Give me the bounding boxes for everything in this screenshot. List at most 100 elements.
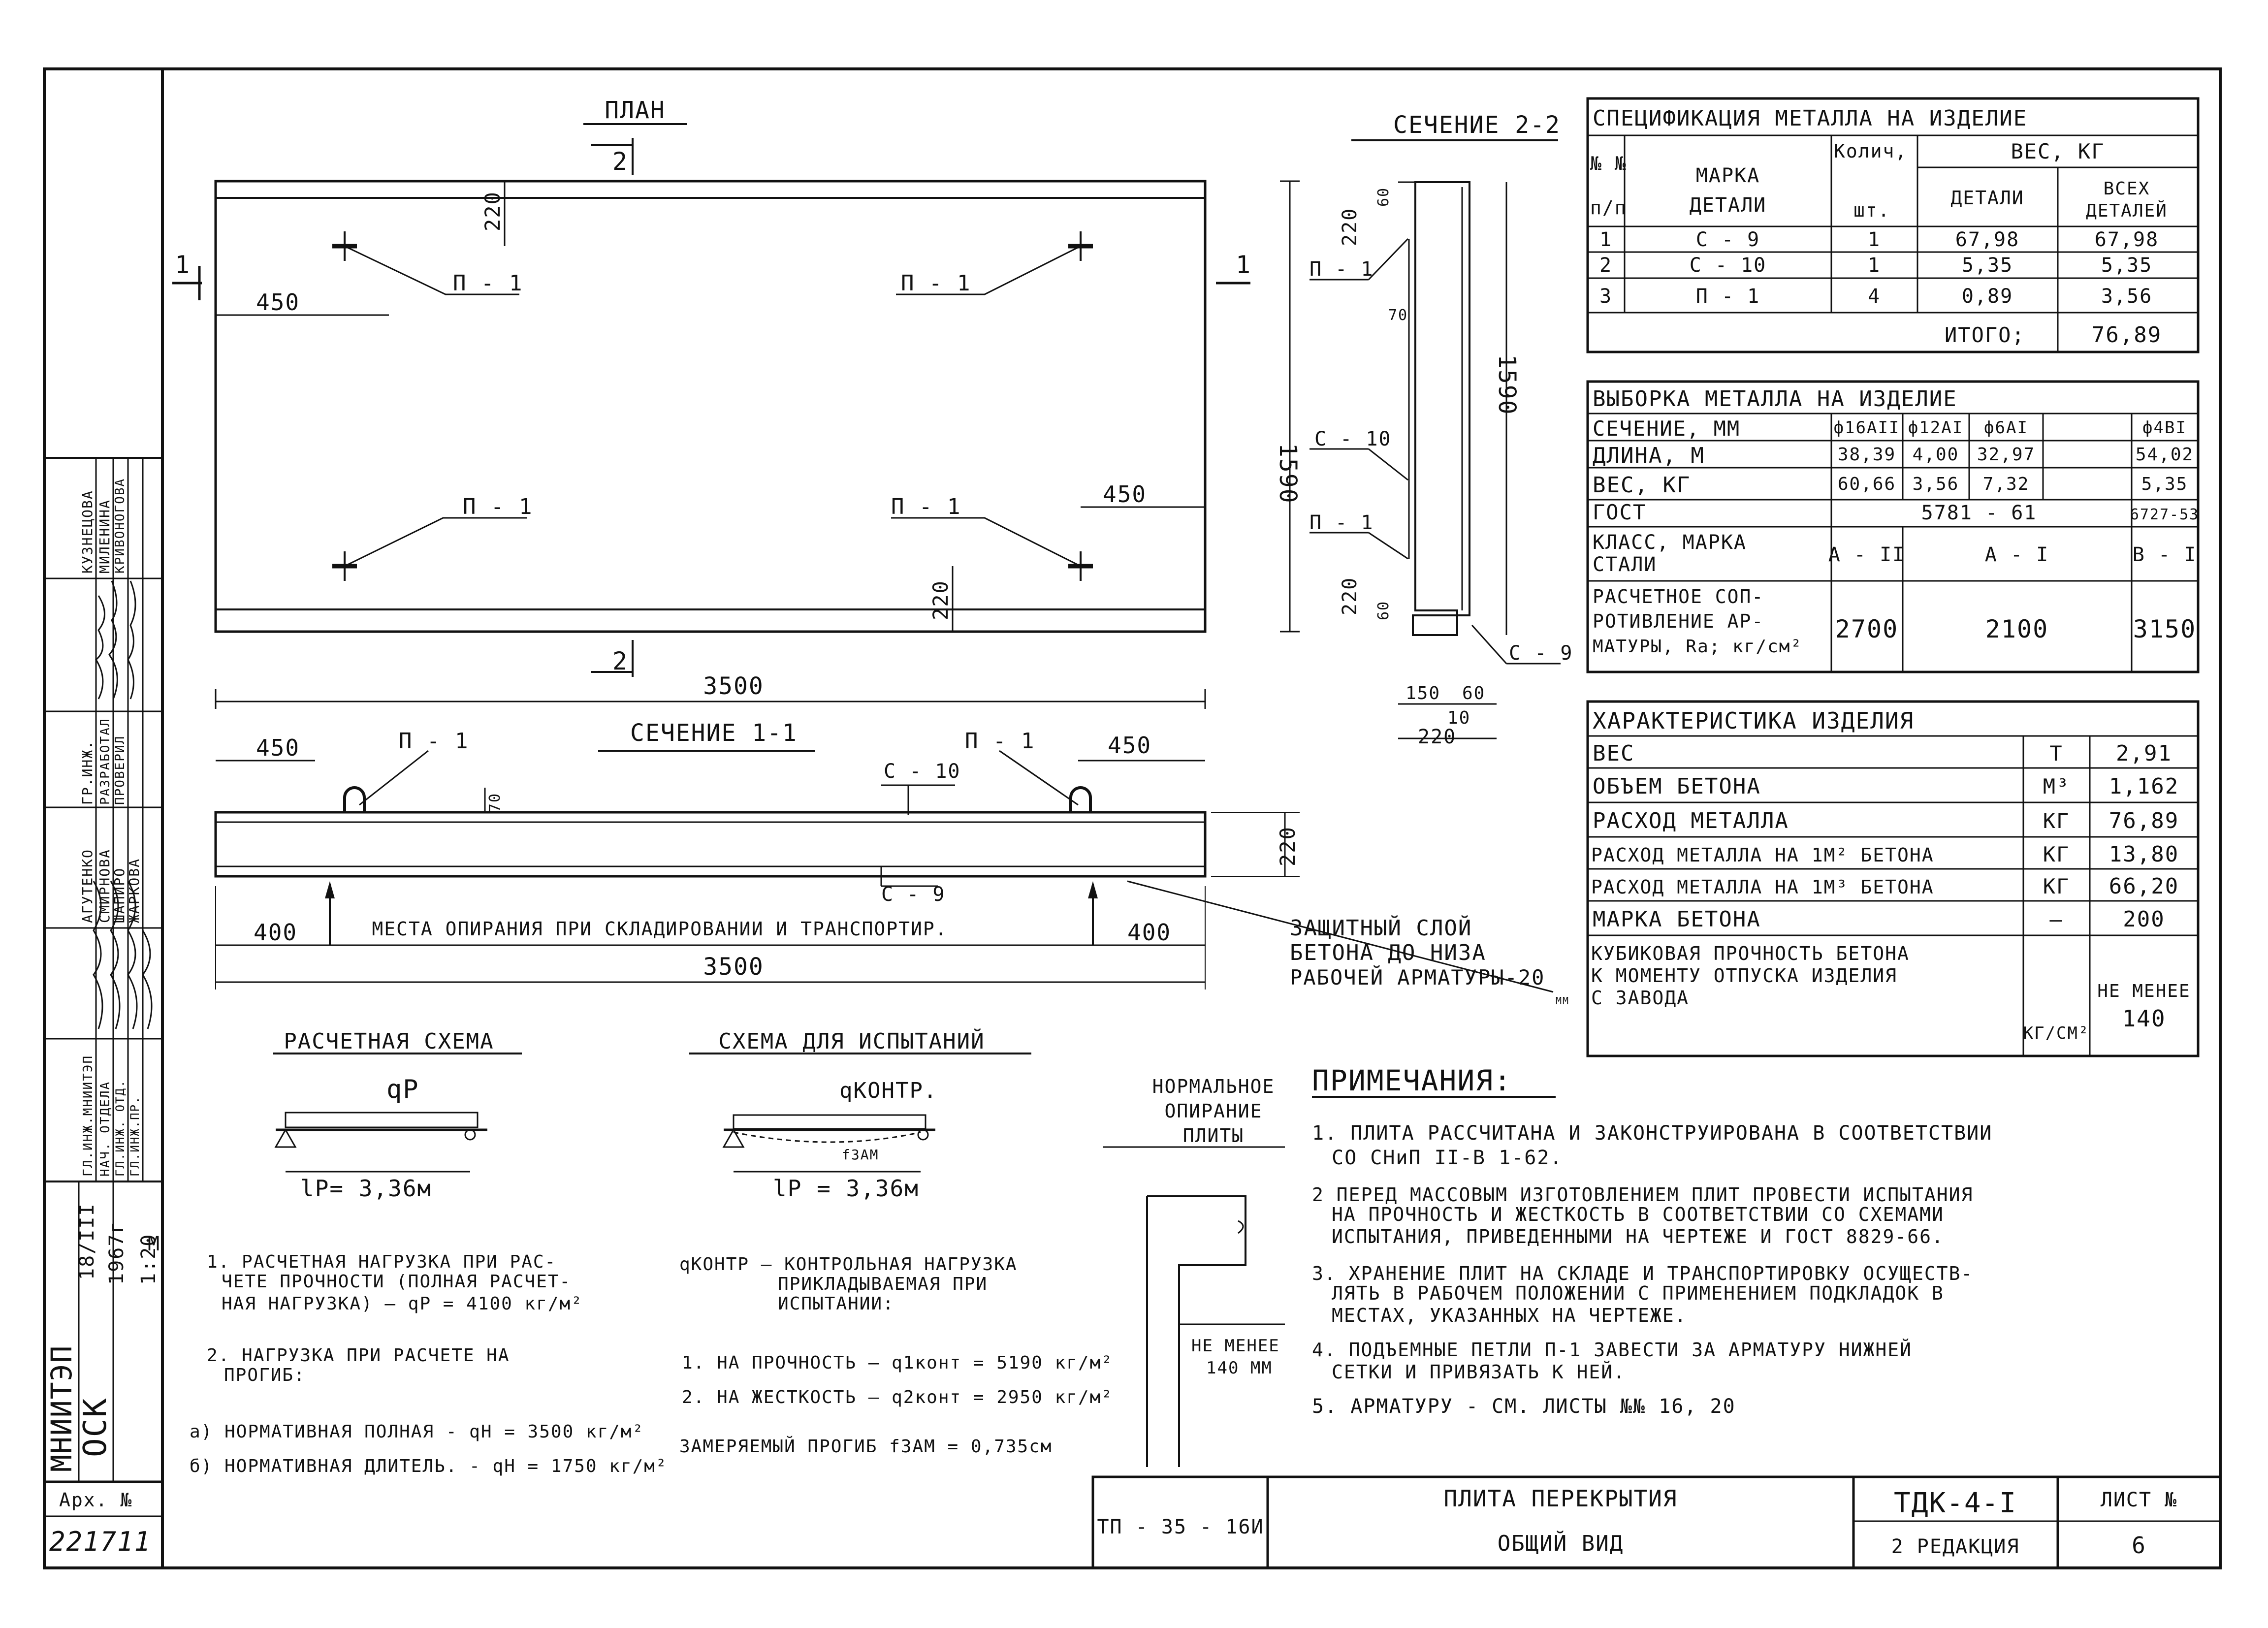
test-scheme: СХЕМА ДЛЯ ИСПЫТАНИЙ qКОНТР. fЗАМ lP = 3,… (679, 1028, 1112, 1457)
side-name-a3: ШАПИРО (111, 867, 128, 923)
sel-r-class-1: КЛАСС, МАРКА (1593, 531, 1747, 554)
plan-section-1-left: 1 (175, 251, 191, 279)
stamp-code: ТП - 35 - 16И (1097, 1516, 1264, 1538)
stamp-title-2: ОБЩИЙ ВИД (1498, 1530, 1624, 1556)
test-def-1: qКОНТР — КОНТРОЛЬНАЯ НАГРУЗКА (679, 1254, 1018, 1275)
sel-len-1: 38,39 (1838, 445, 1896, 465)
stamp-title-1: ПЛИТА ПЕРЕКРЫТИЯ (1443, 1485, 1677, 1512)
sec22-c9: С - 9 (1509, 642, 1573, 665)
sel-len-2: 4,00 (1913, 445, 1959, 465)
side-role-1: ГЛ.ИНЖ.МНИИТЭП (81, 1055, 96, 1177)
calc-load: qP (386, 1075, 419, 1104)
sec22-dim-220-top: 220 (1339, 208, 1361, 246)
sel-w-3: 7,32 (1983, 474, 2030, 494)
test-load: qКОНТР. (839, 1078, 937, 1103)
spec-r2-all: 5,35 (2101, 254, 2152, 277)
plan-dim-1590: 1590 (1274, 443, 1302, 504)
char-last-2: К МОМЕНТУ ОТПУСКА ИЗДЕЛИЯ (1591, 965, 1897, 987)
test-span: lP = 3,36м (773, 1175, 919, 1202)
spec-title: СПЕЦИФИКАЦИЯ МЕТАЛЛА НА ИЗДЕЛИЕ (1593, 106, 2027, 131)
signature-7 (142, 930, 153, 1029)
sel-class-b: А - I (1985, 543, 2049, 566)
sec22-c10: С - 10 (1314, 428, 1392, 450)
note-line-3: 2 ПЕРЕД МАССОВЫМ ИЗГОТОВЛЕНИЕМ ПЛИТ ПРОВ… (1312, 1184, 1973, 1206)
sec22-p1-bottom: П - 1 (1310, 511, 1374, 534)
side-name-a2: СМИРНОВА (96, 849, 113, 923)
support-title-3: ПЛИТЫ (1183, 1125, 1244, 1147)
char-r4-label: РАСХОД МЕТАЛЛА НА 1М² БЕТОНА (1591, 844, 1934, 866)
sec11-c9: С - 9 (881, 883, 945, 906)
stamp-sheet-no: 6 (2132, 1532, 2146, 1559)
note-line-2: СО СНиП II-В 1-62. (1332, 1147, 1563, 1169)
char-r1-value: 2,91 (2116, 741, 2172, 766)
calc-note-1b: ЧЕТЕ ПРОЧНОСТИ (ПОЛНАЯ РАСЧЕТ- (222, 1272, 571, 1292)
sel-res-c: 3150 (2133, 615, 2196, 643)
normal-support: НОРМАЛЬНОЕ ОПИРАНИЕ ПЛИТЫ НЕ МЕНЕЕ 140 М… (1103, 1076, 1285, 1467)
section-1-1-title: СЕЧЕНИЕ 1-1 (630, 719, 798, 747)
note-line-10: СЕТКИ И ПРИВЯЗАТЬ К НЕЙ. (1332, 1361, 1626, 1383)
side-role-2: НАЧ. ОТДЕЛА (98, 1081, 113, 1177)
test-def-2: ПРИКЛАДЫВАЕМАЯ ПРИ (778, 1274, 988, 1294)
char-r5-unit: КГ (2043, 874, 2070, 898)
notes-title: ПРИМЕЧАНИЯ: (1312, 1064, 1512, 1097)
sec11-dim-400-left: 400 (254, 919, 297, 946)
sel-w-1: 60,66 (1838, 474, 1896, 494)
test-measured: ЗАМЕРЯЕМЫЙ ПРОГИБ fЗАМ = 0,735см (679, 1436, 1053, 1457)
char-last-3: С ЗАВОДА (1591, 987, 1689, 1009)
signature-1 (95, 595, 105, 700)
calc-note-2-b: б) НОРМАТИВНАЯ ДЛИТЕЛЬ. - qН = 1750 кг/м… (190, 1456, 668, 1476)
spec-r2-part: 5,35 (1962, 254, 2013, 277)
section-2-2: СЕЧЕНИЕ 2-2 220 60 70 П - 1 С - 10 П - 1… (1310, 111, 1573, 748)
note-line-7: ЛЯТЬ В РАБОЧЕМ ПОЛОЖЕНИИ С ПРИМЕНЕНИЕМ П… (1332, 1282, 1944, 1304)
char-last-val-1: НЕ МЕНЕЕ (2097, 981, 2190, 1001)
sec22-dim-1590: 1590 (1493, 354, 1521, 415)
characteristics-table: ХАРАКТЕРИСТИКА ИЗДЕЛИЯ ВЕС Т 2,91 ОБЪЕМ … (1586, 700, 2200, 1057)
spec-h-qty2: шт. (1853, 199, 1890, 221)
side-name-b2: МИЛЕНИНА (96, 499, 113, 574)
signature-5 (110, 881, 121, 1029)
notes-block: ПРИМЕЧАНИЯ: 1. ПЛИТА РАССЧИТАНА И ЗАКОНС… (1312, 1064, 1991, 1418)
protective-layer-unit: ММ (1556, 995, 1569, 1007)
spec-h-part: ДЕТАЛИ (1950, 187, 2024, 209)
side-name-a1: АГУТЕНКО (79, 849, 96, 923)
side-name-b1: КУЗНЕЦОВА (79, 490, 96, 574)
spec-r3-no: 3 (1599, 285, 1612, 308)
spec-h-all: ВСЕХ (2104, 179, 2150, 199)
plan-section-1-right: 1 (1236, 251, 1251, 279)
sel-w-4: 5,35 (2141, 474, 2188, 494)
sel-col-2: ф12АI (1908, 418, 1963, 438)
char-last-val-2: 140 (2122, 1005, 2166, 1032)
sel-gost-a: 5781 - 61 (1921, 502, 2037, 524)
spec-h-mark2: ДЕТАЛИ (1690, 194, 1767, 217)
stamp-sheet-label: ЛИСТ № (2101, 1489, 2178, 1511)
sec11-dim-220: 220 (1276, 826, 1300, 866)
spec-r1-qty: 1 (1868, 228, 1881, 251)
sel-gost-b: 6727-53 (2130, 506, 2199, 523)
calc-note-2a: 2. НАГРУЗКА ПРИ РАСЧЕТЕ НА (207, 1345, 510, 1366)
plan-dim-220-bottom: 220 (928, 580, 953, 620)
sel-r-length: ДЛИНА, М (1593, 443, 1705, 468)
sel-res-b: 2100 (1985, 615, 2048, 643)
spec-r3-qty: 4 (1868, 285, 1881, 308)
char-r6-unit: — (2049, 907, 2063, 931)
char-r3-unit: КГ (2043, 809, 2070, 833)
char-r4-value: 13,80 (2109, 842, 2179, 867)
test-deflection: fЗАМ (842, 1147, 879, 1163)
spec-h-all2: ДЕТАЛЕЙ (2086, 200, 2168, 221)
char-title: ХАРАКТЕРИСТИКА ИЗДЕЛИЯ (1593, 707, 1914, 734)
plan-section-2-top: 2 (612, 147, 628, 176)
sec22-dim-10: 10 (1447, 708, 1470, 728)
calc-scheme: РАСЧЕТНАЯ СХЕМА qP lP= 3,36м 1. РАСЧЕТНА… (190, 1029, 668, 1476)
side-dept: ОСК (77, 1397, 114, 1457)
protective-layer-1: ЗАЩИТНЫЙ СЛОЙ (1290, 915, 1472, 941)
sec11-support-note: МЕСТА ОПИРАНИЯ ПРИ СКЛАДИРОВАНИИ И ТРАНС… (372, 918, 947, 940)
sec11-beam (214, 811, 1207, 878)
spec-r1-all: 67,98 (2095, 228, 2159, 251)
note-line-8: МЕСТАХ, УКАЗАННЫХ НА ЧЕРТЕЖЕ. (1332, 1305, 1687, 1326)
selection-table: ВЫБОРКА МЕТАЛЛА НА ИЗДЕЛИЕ СЕЧЕНИЕ, ММ ф… (1586, 380, 2200, 673)
plan-dim-3500: 3500 (703, 672, 764, 700)
spec-h-qty: Колич, (1834, 140, 1907, 162)
plan-view: ПЛАН 2 1 1 П - 1 П - 1 П - 1 П - 1 (172, 96, 1302, 709)
sel-class-c: В - I (2133, 543, 2197, 566)
char-r2-label: ОБЪЕМ БЕТОНА (1593, 774, 1761, 799)
